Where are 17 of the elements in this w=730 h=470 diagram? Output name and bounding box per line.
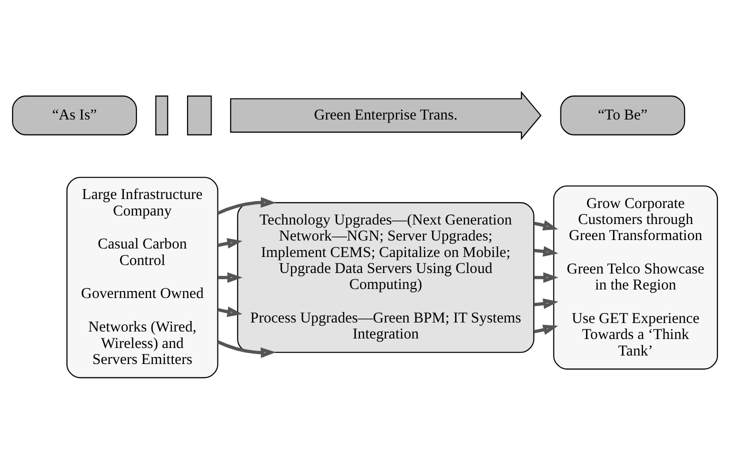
node-box: “As Is” (12, 96, 137, 136)
node-box (187, 96, 212, 136)
node-box: Technology Upgrades—(Next Generation Network—NGN; Server Upgrades; Implement CEMS; Capitalize on Mobile; Upgrade Data Servers Using Cloud Computing) Process Upgrades—Green BPM; IT Systems Integration (237, 202, 534, 353)
arrow (534, 272, 558, 283)
arrow (217, 340, 276, 358)
arrow (534, 220, 558, 230)
arrow (218, 238, 242, 249)
arrow (534, 298, 558, 309)
arrow (218, 272, 242, 283)
arrow (218, 306, 242, 317)
node-box: “To Be” (560, 96, 686, 136)
node-box: Grow Corporate Customers through Green Transformation Green Telco Showcase in the Region Use GET Experience Towards a ‘Think Tank’ (553, 185, 718, 370)
arrow (534, 324, 558, 335)
node-box (155, 96, 168, 136)
arrow (217, 197, 276, 215)
arrow (534, 246, 558, 257)
node-box: Large Infrastructure Company Casual Carbon Control Government Owned Networks (Wired, Wireless) and Servers Emitters (66, 176, 218, 378)
